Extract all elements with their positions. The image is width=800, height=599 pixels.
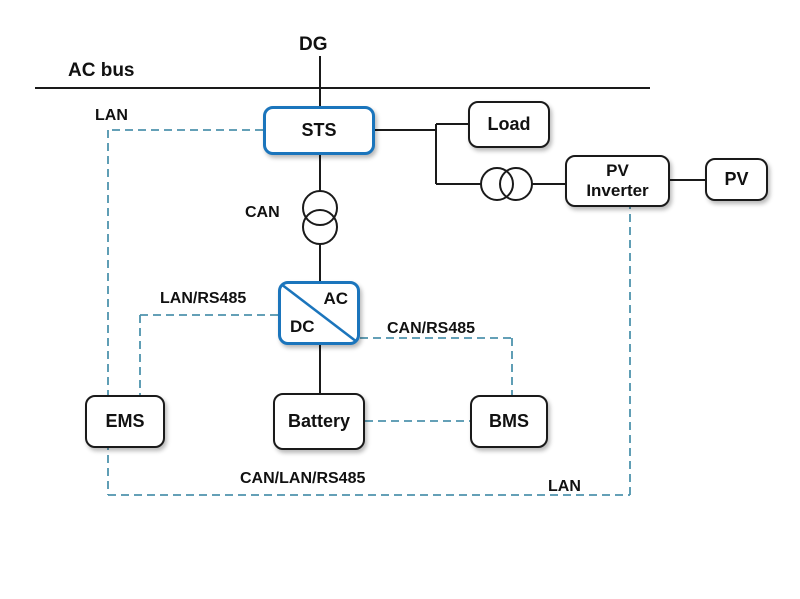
can-lan-rs485-label: CAN/LAN/RS485 xyxy=(240,470,366,487)
node-load: Load xyxy=(468,101,550,148)
node-bms: BMS xyxy=(470,395,548,448)
node-ems: EMS xyxy=(85,395,165,448)
node-pv: PV xyxy=(705,158,768,201)
lan-bottom-label: LAN xyxy=(548,478,581,495)
can-label: CAN xyxy=(245,204,280,221)
lan-rs485-label: LAN/RS485 xyxy=(160,290,247,307)
pv-inverter-label: PV Inverter xyxy=(586,160,649,200)
node-sts: STS xyxy=(263,106,375,155)
vertical-transformer-icon xyxy=(302,190,338,245)
dg-label: DG xyxy=(299,34,328,55)
node-pv-inverter: PV Inverter xyxy=(565,155,670,207)
ac-bus-label: AC bus xyxy=(68,60,135,81)
converter-dc-label: DC xyxy=(290,317,315,336)
can-rs485-label: CAN/RS485 xyxy=(387,320,476,337)
lan-top-label: LAN xyxy=(95,107,128,124)
node-ac-dc-converter: AC DC xyxy=(278,281,360,345)
converter-ac-label: AC xyxy=(323,289,348,308)
node-battery: Battery xyxy=(273,393,365,450)
converter-diagonal-line xyxy=(281,284,357,342)
horizontal-transformer-icon xyxy=(480,167,533,201)
